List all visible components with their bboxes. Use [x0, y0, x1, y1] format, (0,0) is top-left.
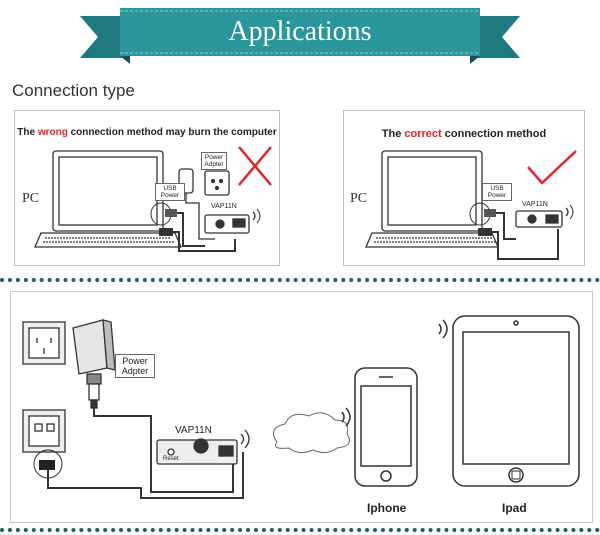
wrong-caption-prefix: The	[17, 127, 36, 138]
applications-banner	[80, 8, 520, 64]
wrong-pc-label: PC	[22, 191, 40, 206]
separator-top	[0, 278, 600, 282]
usb-cable-icon	[150, 202, 236, 252]
correct-connection-panel: The correct connection method PC U	[343, 110, 585, 266]
wrong-caption-suffix: connection method may burn the computer	[70, 127, 277, 138]
vap11n-device-icon	[515, 204, 574, 228]
ethernet-cable-icon	[33, 449, 244, 499]
separator-bottom	[0, 528, 600, 532]
correct-caption-suffix: connection method	[444, 128, 547, 140]
banner-title: Applications	[228, 16, 372, 47]
section-title: Connection type	[12, 81, 135, 100]
network-diagram-panel: Power Adpter VAP11N Reset Iphone Ipad	[10, 291, 593, 523]
correct-usb-power-label: USB Power	[482, 183, 512, 201]
correct-pc-label: PC	[350, 191, 368, 206]
wrong-connection-panel: The wrong connection method may burn the…	[14, 110, 280, 266]
correct-mark-icon	[527, 150, 577, 185]
vap11n-device-icon	[204, 208, 261, 234]
bottom-power-adapter-label: Power Adpter	[115, 354, 155, 378]
wifi-cloud-icon	[272, 412, 350, 454]
wrong-device-label: VAP11N	[211, 203, 237, 210]
wrong-usb-power-label: USB Power	[155, 183, 185, 201]
correct-caption-highlight: correct	[404, 128, 442, 140]
wall-socket-icon	[22, 321, 66, 365]
correct-diagram	[365, 150, 577, 260]
vap11n-device-icon	[156, 429, 250, 465]
wrong-diagram	[34, 146, 272, 252]
ipad-icon	[438, 315, 580, 487]
iphone-label: Iphone	[367, 501, 407, 515]
bottom-device-label: VAP11N	[175, 425, 212, 436]
ethernet-socket-icon	[22, 409, 66, 453]
iphone-icon	[341, 367, 418, 487]
ipad-label: Ipad	[502, 501, 527, 515]
network-diagram	[22, 315, 580, 499]
correct-caption: The correct connection method	[344, 128, 584, 140]
power-adapter-icon	[72, 319, 234, 493]
wrong-power-adapter-label: Power Adpter	[201, 152, 227, 170]
bottom-reset-label: Reset	[163, 456, 179, 462]
wrong-mark-icon	[238, 146, 272, 186]
wrong-caption: The wrong connection method may burn the…	[15, 127, 279, 138]
wrong-caption-highlight: wrong	[37, 127, 68, 138]
correct-device-label: VAP11N	[522, 201, 548, 208]
usb-cable-icon	[469, 202, 559, 260]
correct-caption-prefix: The	[381, 128, 402, 140]
